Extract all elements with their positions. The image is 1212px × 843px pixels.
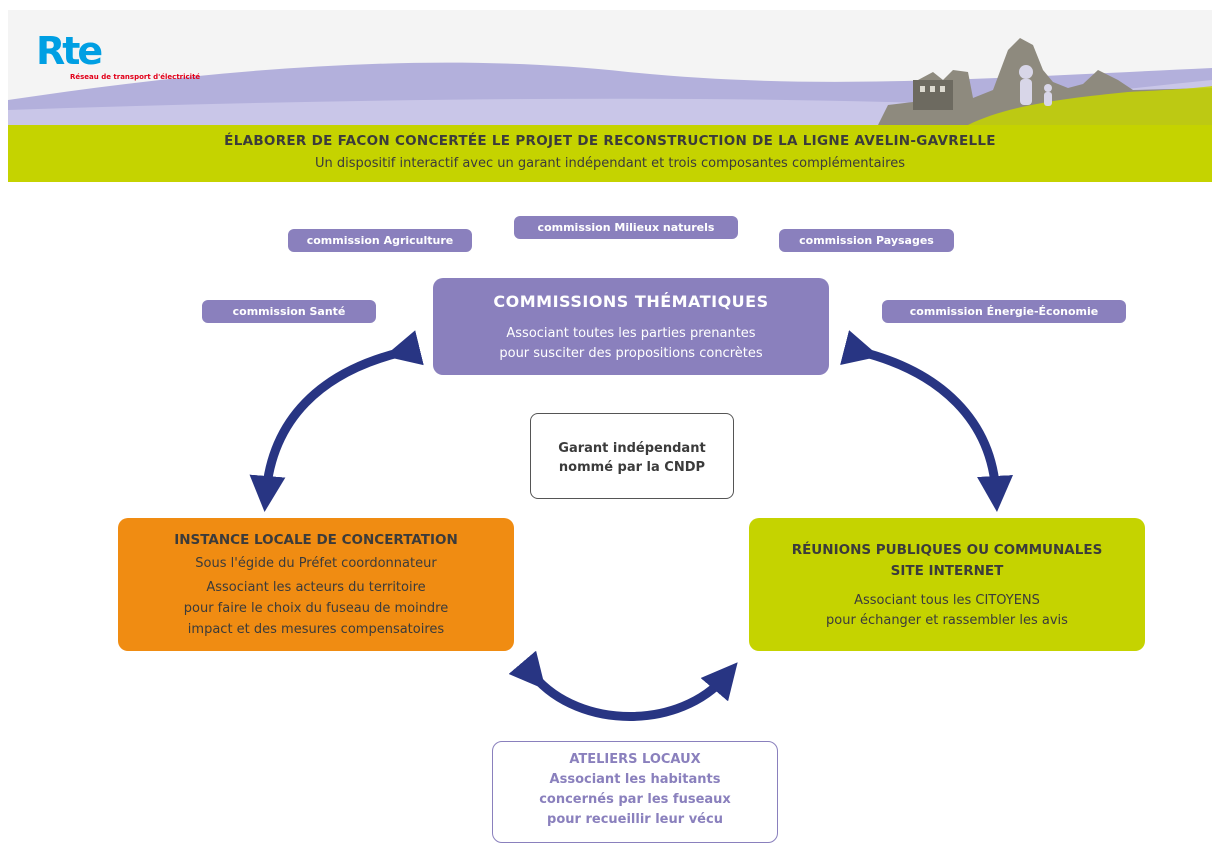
- instance-title: INSTANCE LOCALE DE CONCERTATION: [174, 532, 458, 548]
- pill-energie-economie: commission Énergie-Économie: [882, 300, 1126, 323]
- instance-locale-box: INSTANCE LOCALE DE CONCERTATION Sous l'é…: [118, 518, 514, 651]
- ateliers-line2: concernés par les fuseaux: [539, 792, 731, 807]
- commissions-thematiques-box: COMMISSIONS THÉMATIQUES Associant toutes…: [433, 278, 829, 375]
- ateliers-title: ATELIERS LOCAUX: [569, 752, 701, 767]
- ateliers-line3: pour recueillir leur vécu: [547, 812, 723, 827]
- page-subtitle: Un dispositif interactif avec un garant …: [314, 156, 905, 171]
- header-banner: Rte Réseau de transport d'électricité: [8, 10, 1212, 125]
- title-band: ÉLABORER DE FACON CONCERTÉE LE PROJET DE…: [8, 125, 1212, 182]
- reunions-publiques-box: RÉUNIONS PUBLIQUES OU COMMUNALES SITE IN…: [749, 518, 1145, 651]
- reunions-line2: pour échanger et rassembler les avis: [826, 613, 1068, 628]
- pill-paysages: commission Paysages: [779, 229, 954, 252]
- pill-sante: commission Santé: [202, 300, 376, 323]
- thematiques-line2: pour susciter des propositions concrètes: [499, 346, 763, 361]
- instance-line4: impact et des mesures compensatoires: [187, 622, 445, 637]
- pill-agriculture: commission Agriculture: [288, 229, 472, 252]
- arrow-left: [249, 330, 424, 512]
- garant-box: Garant indépendant nommé par la CNDP: [530, 413, 734, 499]
- ateliers-line1: Associant les habitants: [549, 772, 721, 787]
- ateliers-locaux-box: ATELIERS LOCAUX Associant les habitants …: [492, 741, 778, 843]
- logo-tagline: Réseau de transport d'électricité: [70, 73, 201, 81]
- pill-milieux-naturels: commission Milieux naturels: [514, 216, 738, 239]
- garant-line1: Garant indépendant: [558, 441, 706, 456]
- arrow-right: [840, 330, 1013, 512]
- thematiques-title: COMMISSIONS THÉMATIQUES: [493, 292, 769, 311]
- arrow-bottom: [508, 650, 738, 721]
- reunions-title2: SITE INTERNET: [890, 563, 1004, 579]
- reunions-line1: Associant tous les CITOYENS: [854, 593, 1040, 608]
- garant-line2: nommé par la CNDP: [558, 460, 706, 475]
- logo-mark: Rte: [36, 29, 103, 73]
- instance-line1: Sous l'égide du Préfet coordonnateur: [195, 556, 437, 571]
- instance-line3: pour faire le choix du fuseau de moindre: [183, 601, 449, 616]
- instance-line2: Associant les acteurs du territoire: [206, 580, 426, 595]
- page-title: ÉLABORER DE FACON CONCERTÉE LE PROJET DE…: [224, 133, 996, 149]
- landscape-illustration: [8, 38, 1212, 125]
- thematiques-line1: Associant toutes les parties prenantes: [506, 326, 756, 341]
- reunions-title1: RÉUNIONS PUBLIQUES OU COMMUNALES: [791, 542, 1103, 558]
